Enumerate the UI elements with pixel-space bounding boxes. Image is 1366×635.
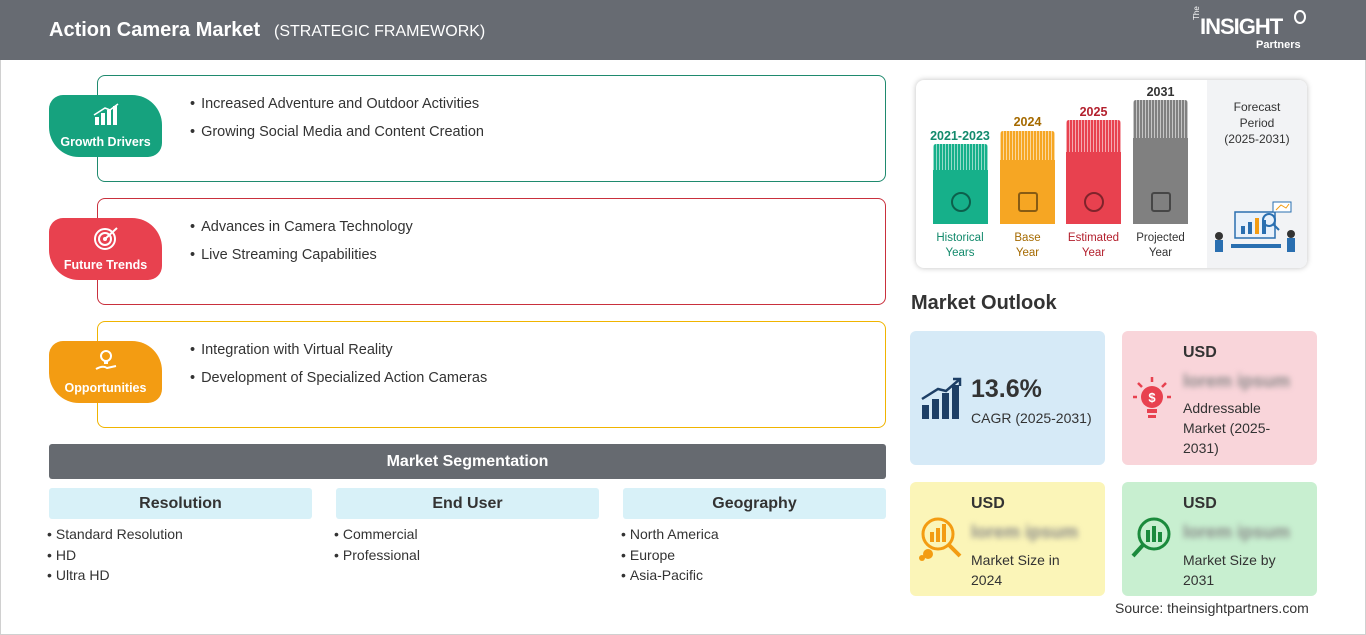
cagr-label: CAGR (2025-2031): [971, 410, 1092, 426]
cagr-card: 13.6% CAGR (2025-2031): [910, 331, 1105, 465]
lightbulb-hand-icon: [93, 349, 119, 377]
market-size-2024-label: Market Size in 2024: [971, 552, 1060, 588]
list-item: HD: [47, 547, 183, 568]
blurred-value: lorem ipsum: [1183, 522, 1291, 542]
history-icon: [951, 192, 971, 212]
forecast-label: Forecast Period (2025-2031): [1224, 100, 1290, 146]
market-size-2031-label: Market Size by 2031: [1183, 552, 1276, 588]
target-icon: [93, 226, 119, 254]
market-size-2031-card: USD lorem ipsum Market Size by 2031: [1122, 482, 1317, 596]
chart-growth-icon: [93, 103, 119, 129]
seg-heading-resolution: Resolution: [49, 488, 312, 519]
bars-search-icon: [1130, 514, 1176, 567]
list-item: Europe: [621, 547, 719, 568]
gear-money-icon: [1084, 192, 1104, 212]
growth-drivers-panel: Increased Adventure and Outdoor Activiti…: [97, 75, 886, 182]
market-outlook-title: Market Outlook: [911, 292, 1057, 314]
cagr-value: 13.6%: [971, 375, 1042, 403]
year-label: 2031: [1146, 85, 1175, 99]
list-item: Commercial: [334, 526, 420, 547]
future-trends-panel: Advances in Camera Technology Live Strea…: [97, 198, 886, 305]
presentation-chart-icon: [1151, 192, 1171, 212]
list-item: Live Streaming Capabilities: [190, 247, 413, 275]
list-item: Advances in Camera Technology: [190, 219, 413, 247]
opportunities-panel: Integration with Virtual Reality Develop…: [97, 321, 886, 428]
period-caption: Estimated Year: [1067, 232, 1120, 259]
timeline-bar-projected: [1133, 100, 1188, 224]
list-item: Standard Resolution: [47, 526, 183, 547]
header-bar: Action Camera Market (STRATEGIC FRAMEWOR…: [0, 0, 1366, 60]
bar-growth-icon: [920, 377, 964, 424]
list-item: Professional: [334, 547, 420, 568]
list-item: Asia-Pacific: [621, 567, 719, 588]
timeline-bar-historical: [933, 144, 988, 224]
opportunities-badge: Opportunities: [49, 341, 162, 403]
year-label: 2025: [1079, 105, 1108, 119]
period-caption: Historical Years: [936, 232, 984, 259]
insight-partners-logo[interactable]: The INSIGHT Partners: [1192, 6, 1312, 54]
source-link[interactable]: Source: theinsightpartners.com: [1115, 600, 1309, 616]
page-subtitle: (STRATEGIC FRAMEWORK): [274, 23, 486, 40]
svg-text:$: $: [1148, 390, 1156, 405]
coins-search-icon: [918, 514, 964, 567]
year-label: 2024: [1013, 115, 1042, 129]
currency-label: USD: [1183, 495, 1217, 512]
period-caption: Base Year: [1014, 232, 1041, 259]
list-item: Integration with Virtual Reality: [190, 342, 487, 370]
page-title: Action Camera Market: [49, 19, 261, 41]
calendar-icon: [1018, 192, 1038, 212]
future-trends-badge: Future Trends: [49, 218, 162, 280]
list-item: Ultra HD: [47, 567, 183, 588]
seg-heading-end-user: End User: [336, 488, 599, 519]
period-caption: Projected Year: [1136, 232, 1185, 259]
year-label: 2021-2023: [930, 129, 990, 143]
idea-dollar-icon: $: [1132, 375, 1172, 426]
timeline-bar-base: [1000, 131, 1055, 224]
list-item: Growing Social Media and Content Creatio…: [190, 124, 484, 152]
list-item: Development of Specialized Action Camera…: [190, 370, 487, 398]
currency-label: USD: [1183, 344, 1217, 361]
blurred-value: lorem ipsum: [1183, 371, 1291, 391]
blurred-value: lorem ipsum: [971, 522, 1079, 542]
segmentation-header: Market Segmentation: [49, 444, 886, 479]
timeline-bar-estimated: [1066, 120, 1121, 224]
addressable-label: Addressable Market (2025- 2031): [1183, 400, 1271, 456]
list-item: North America: [621, 526, 719, 547]
logo-bulb-icon: [1294, 10, 1306, 24]
currency-label: USD: [971, 495, 1005, 512]
market-size-2024-card: USD lorem ipsum Market Size in 2024: [910, 482, 1105, 596]
list-item: Increased Adventure and Outdoor Activiti…: [190, 96, 484, 124]
seg-heading-geography: Geography: [623, 488, 886, 519]
addressable-market-card: $ USD lorem ipsum Addressable Market (20…: [1122, 331, 1317, 465]
seg-list-resolution: Standard Resolution HD Ultra HD: [47, 526, 183, 588]
analyst-dashboard-icon: [1211, 196, 1299, 261]
seg-list-end-user: Commercial Professional: [334, 526, 420, 567]
growth-drivers-badge: Growth Drivers: [49, 95, 162, 157]
seg-list-geography: North America Europe Asia-Pacific: [621, 526, 719, 588]
